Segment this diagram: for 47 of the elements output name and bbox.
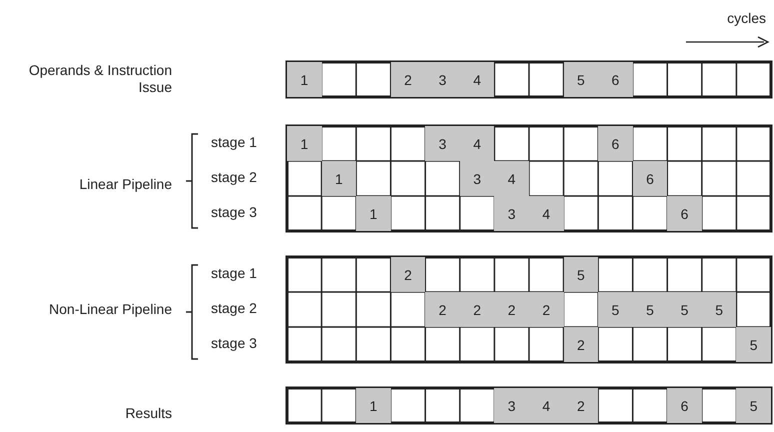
- row-label: Results: [125, 405, 172, 422]
- occupied-cycle-cell: 1: [287, 62, 322, 97]
- occupied-cycle-cell: 2: [564, 327, 598, 362]
- occupied-cycle-cell: 5: [702, 292, 736, 327]
- occupied-cycle-cell: 5: [564, 257, 598, 292]
- axis-label: cycles: [727, 10, 766, 27]
- occupied-cycle-cell: 3: [460, 161, 494, 196]
- occupied-cycle-cell: 2: [460, 292, 494, 327]
- occupied-cycle-cell: 2: [529, 292, 564, 327]
- occupied-cycle-cell: 6: [632, 161, 668, 196]
- occupied-cycle-cell: 2: [564, 388, 598, 423]
- row-label: Operands & Instruction Issue: [28, 62, 172, 96]
- occupied-cycle-cell: 6: [598, 62, 633, 97]
- stage-label: stage 1: [211, 265, 257, 282]
- occupied-cycle-cell: 6: [667, 196, 702, 231]
- occupied-cycle-cell: 3: [425, 62, 460, 97]
- occupied-cycle-cell: 5: [667, 292, 702, 327]
- occupied-cycle-cell: 4: [529, 388, 564, 423]
- occupied-cycle-cell: 1: [322, 161, 356, 196]
- stage-label: stage 3: [211, 335, 257, 352]
- occupied-cycle-cell: 6: [598, 126, 633, 161]
- occupied-cycle-cell: 4: [460, 62, 494, 97]
- occupied-cycle-cell: 5: [736, 327, 771, 362]
- occupied-cycle-cell: 6: [667, 388, 702, 423]
- stage-label: stage 2: [211, 300, 257, 317]
- occupied-cycle-cell: 5: [564, 62, 598, 97]
- stage-label: stage 2: [211, 169, 257, 186]
- stage-label: stage 3: [211, 204, 257, 221]
- occupied-cycle-cell: 4: [460, 126, 494, 161]
- occupied-cycle-cell: 2: [425, 292, 460, 327]
- occupied-cycle-cell: 3: [494, 196, 529, 231]
- group-label: Non-Linear Pipeline: [49, 301, 172, 318]
- stage-label: stage 1: [211, 134, 257, 151]
- occupied-cycle-cell: 3: [494, 388, 529, 423]
- occupied-cycle-cell: 2: [390, 257, 426, 292]
- occupied-cycle-cell: 4: [494, 161, 529, 196]
- group-label: Linear Pipeline: [79, 176, 172, 193]
- occupied-cycle-cell: 2: [390, 62, 426, 97]
- occupied-cycle-cell: 3: [425, 126, 460, 161]
- occupied-cycle-cell: 1: [356, 388, 391, 423]
- occupied-cycle-cell: 1: [287, 126, 322, 161]
- occupied-cycle-cell: 2: [494, 292, 529, 327]
- occupied-cycle-cell: 5: [632, 292, 668, 327]
- occupied-cycle-cell: 4: [529, 196, 564, 231]
- occupied-cycle-cell: 1: [356, 196, 391, 231]
- occupied-cycle-cell: 5: [598, 292, 633, 327]
- occupied-cycle-cell: 5: [736, 388, 771, 423]
